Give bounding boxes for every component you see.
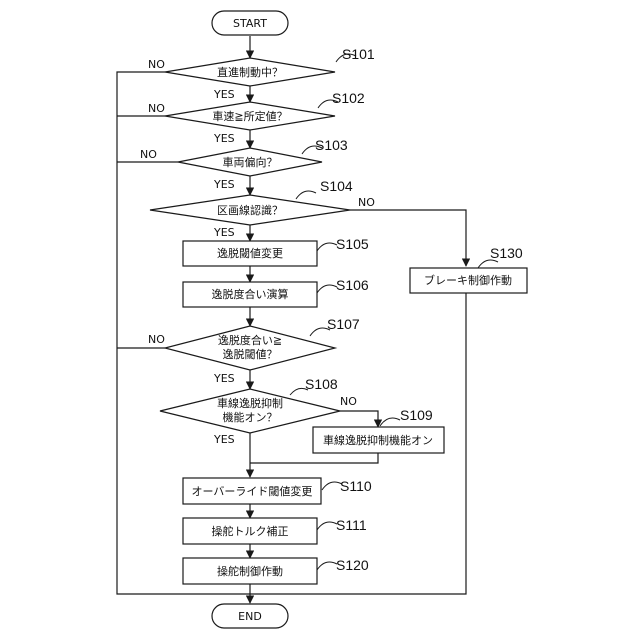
process-s120: 操舵制御作動 xyxy=(183,558,317,584)
decision-s107-line2: 逸脱閾値？ xyxy=(223,347,278,361)
step-label-s130: S130 xyxy=(490,245,523,261)
no-label-s103: NO xyxy=(140,148,157,161)
decision-s108: 車線逸脱抑制 機能オン？ xyxy=(160,389,340,433)
step-label-s101: S101 xyxy=(342,46,375,62)
process-s120-text: 操舵制御作動 xyxy=(217,564,283,578)
yes-label-s101: YES xyxy=(213,88,235,101)
leader-s105 xyxy=(317,243,337,251)
no-label-s102: NO xyxy=(148,102,165,115)
process-s130-text: ブレーキ制御作動 xyxy=(424,273,512,287)
start-label: START xyxy=(233,17,267,30)
step-label-s120: S120 xyxy=(336,557,369,573)
no-label-s104: NO xyxy=(358,196,375,209)
process-s110: オーバーライド閾値変更 xyxy=(183,478,321,504)
decision-s102-text: 車速≧所定値？ xyxy=(212,109,287,123)
step-label-s108: S108 xyxy=(305,376,338,392)
step-label-s111: S111 xyxy=(336,517,367,533)
yes-label-s107: YES xyxy=(213,372,235,385)
leader-s111 xyxy=(317,522,337,530)
process-s111-text: 操舵トルク補正 xyxy=(212,524,289,538)
decision-s101-text: 直進制動中？ xyxy=(217,65,283,79)
decision-s103: 車両偏向？ xyxy=(178,148,322,176)
leader-s104 xyxy=(296,191,316,199)
decision-s104: 区画線認識？ xyxy=(150,195,350,225)
edge-s108-no xyxy=(340,411,378,427)
step-label-s104: S104 xyxy=(320,178,353,194)
process-s111: 操舵トルク補正 xyxy=(183,518,317,544)
leader-s130 xyxy=(478,260,498,268)
process-s105-text: 逸脱閾値変更 xyxy=(217,246,283,260)
process-s109-text: 車線逸脱抑制機能オン xyxy=(323,433,433,447)
leader-s110 xyxy=(322,482,342,490)
process-s105: 逸脱閾値変更 xyxy=(183,241,317,266)
no-label-s107: NO xyxy=(148,333,165,346)
step-label-s103: S103 xyxy=(315,137,348,153)
no-label-s108: NO xyxy=(340,395,357,408)
step-labels: S101 S102 S103 S104 S105 S106 S107 S108 … xyxy=(290,46,523,573)
yes-label-s103: YES xyxy=(213,178,235,191)
leader-s106 xyxy=(317,285,337,293)
decision-s104-text: 区画線認識？ xyxy=(217,203,283,217)
edge-s109-to-s110 xyxy=(250,453,378,463)
process-s106: 逸脱度合い演算 xyxy=(183,282,317,307)
yes-label-s102: YES xyxy=(213,132,235,145)
step-label-s105: S105 xyxy=(336,236,369,252)
end-terminal: END xyxy=(212,604,288,628)
yes-label-s108: YES xyxy=(213,433,235,446)
decision-s108-line2: 機能オン？ xyxy=(223,410,278,424)
decision-s103-text: 車両偏向？ xyxy=(223,155,278,169)
leader-s109 xyxy=(380,418,400,426)
process-s110-text: オーバーライド閾値変更 xyxy=(192,484,313,498)
start-terminal: START xyxy=(212,11,288,35)
yes-label-s104: YES xyxy=(213,226,235,239)
process-s109: 車線逸脱抑制機能オン xyxy=(313,427,444,453)
process-s130: ブレーキ制御作動 xyxy=(410,268,527,293)
step-label-s102: S102 xyxy=(332,90,365,106)
step-label-s110: S110 xyxy=(340,478,372,494)
process-s106-text: 逸脱度合い演算 xyxy=(212,287,289,301)
step-label-s107: S107 xyxy=(327,316,360,332)
step-label-s106: S106 xyxy=(336,277,369,293)
step-label-s109: S109 xyxy=(400,407,433,423)
decision-s107-line1: 逸脱度合い≧ xyxy=(218,333,282,347)
end-label: END xyxy=(238,610,262,623)
no-label-s101: NO xyxy=(148,58,165,71)
decision-s107: 逸脱度合い≧ 逸脱閾値？ xyxy=(165,326,335,370)
decision-s102: 車速≧所定値？ xyxy=(165,102,335,130)
decision-s101: 直進制動中？ xyxy=(165,58,335,86)
leader-s120 xyxy=(317,562,337,570)
decision-s108-line1: 車線逸脱抑制 xyxy=(217,396,283,410)
